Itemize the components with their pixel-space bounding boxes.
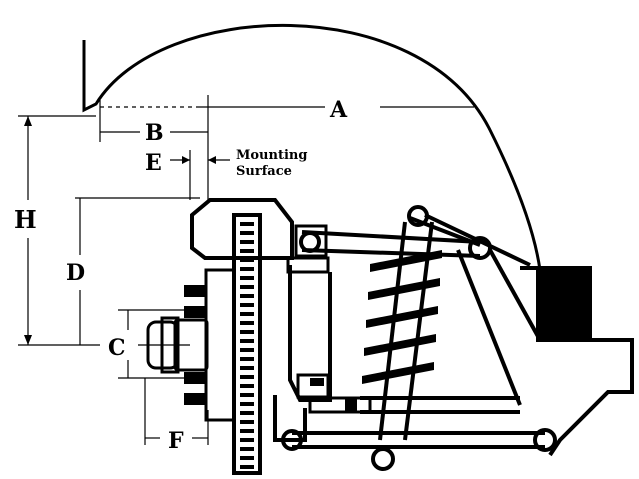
dimension-lines [18,95,474,445]
label-f: F [168,428,184,454]
label-e: E [145,150,162,176]
coil-spring [362,221,442,441]
steering-knuckle [273,265,372,442]
frame-rail [520,266,634,457]
mounting-surface-line1: Mounting [236,148,307,163]
dimension-labels: A B E H D C F Mounting Surface [14,97,348,454]
label-a: A [329,97,348,123]
label-b: B [145,120,164,146]
upper-control-arm [299,205,531,267]
label-c: C [108,335,126,361]
mounting-surface-line2: Surface [236,164,292,179]
fender [82,24,542,271]
brake-rotor [232,213,262,475]
label-h: H [14,205,37,234]
lower-control-arm [281,249,557,471]
label-d: D [66,260,85,286]
wheel-hub [146,268,236,422]
